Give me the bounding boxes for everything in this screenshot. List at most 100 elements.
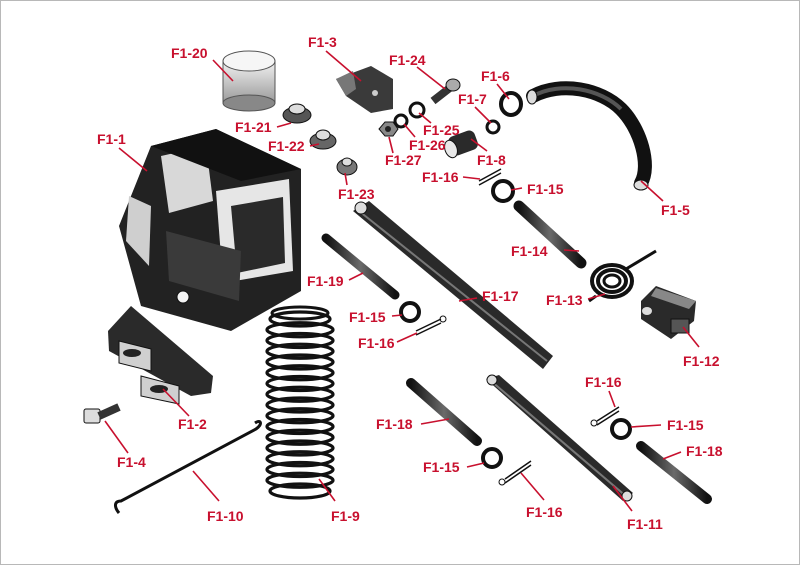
label-f1-6: F1-6 (481, 68, 510, 84)
label-f1-13: F1-13 (546, 292, 583, 308)
leader-f1-21 (276, 122, 292, 128)
spring-coil (265, 450, 335, 468)
leader-f1-7 (474, 106, 492, 124)
part-f1-20-cylinder (222, 50, 276, 112)
part-f1-11-arm (486, 374, 633, 502)
spring-coil (265, 407, 335, 425)
part-f1-16-cotter-pin-d (498, 460, 532, 486)
label-f1-17: F1-17 (482, 288, 519, 304)
label-f1-22: F1-22 (268, 138, 305, 154)
spring-coil (265, 439, 335, 457)
leader-f1-9 (318, 478, 336, 502)
spring-coil (265, 353, 335, 371)
label-f1-14: F1-14 (511, 243, 548, 259)
spring-coil (265, 396, 335, 414)
label-f1-2: F1-2 (178, 416, 207, 432)
part-f1-15-washer-d (481, 447, 503, 469)
leader-f1-17 (458, 297, 478, 302)
leader-f1-16d (520, 472, 545, 501)
label-f1-19: F1-19 (307, 273, 344, 289)
part-f1-3-plate (336, 66, 393, 113)
part-f1-17-arm (353, 201, 553, 369)
label-f1-20: F1-20 (171, 45, 208, 61)
leader-f1-24 (416, 66, 446, 90)
leader-f1-18b (662, 451, 682, 460)
part-f1-5-handle (526, 81, 652, 191)
spring-end-coil (270, 305, 330, 321)
part-f1-15-washer-a (491, 179, 515, 203)
label-f1-15a: F1-15 (527, 181, 564, 197)
label-f1-26: F1-26 (409, 137, 446, 153)
label-f1-10: F1-10 (207, 508, 244, 524)
part-f1-27-nut (378, 121, 399, 137)
leader-f1-15c (630, 424, 662, 428)
leader-f1-18a (420, 418, 450, 425)
spring-coil (268, 310, 332, 328)
label-f1-4: F1-4 (117, 454, 146, 470)
leader-lines (104, 50, 700, 512)
label-f1-15d: F1-15 (423, 459, 460, 475)
label-f1-27: F1-27 (385, 152, 422, 168)
label-f1-18b: F1-18 (686, 443, 723, 459)
leader-f1-1 (118, 147, 148, 172)
leader-f1-20 (212, 59, 234, 82)
leader-f1-16c (608, 390, 616, 408)
leader-f1-5 (640, 180, 664, 202)
leader-f1-16a (462, 176, 481, 180)
leader-f1-23 (344, 172, 348, 186)
part-f1-24-bolt (430, 78, 461, 105)
label-f1-12: F1-12 (683, 353, 720, 369)
label-f1-16c: F1-16 (585, 374, 622, 390)
part-f1-18-pin-b (636, 441, 712, 504)
spring-coil (265, 417, 335, 436)
leader-f1-10 (192, 470, 220, 502)
leader-f1-3 (325, 50, 362, 82)
part-f1-16-cotter-pin-b (415, 315, 447, 336)
part-f1-25-washer (408, 101, 426, 119)
part-f1-21-cap (282, 103, 312, 124)
part-f1-22-cap (309, 129, 337, 150)
leader-f1-15d (466, 462, 485, 468)
part-f1-23-cap (336, 157, 358, 176)
label-f1-8: F1-8 (477, 152, 506, 168)
spring-coil (265, 471, 335, 489)
part-f1-8-bushing (444, 130, 478, 159)
label-f1-21: F1-21 (235, 119, 272, 135)
part-f1-9-coil-spring (265, 305, 335, 500)
spring-coil (265, 460, 335, 479)
leader-f1-15b (391, 314, 403, 317)
part-f1-15-washer-c (610, 418, 632, 440)
part-f1-16-cotter-pin-a (478, 168, 502, 186)
part-f1-13-torsion-spring (588, 249, 657, 303)
part-f1-15-washer-b (399, 301, 421, 323)
spring-coil (265, 385, 335, 403)
spring-coil (265, 331, 335, 350)
spring-coil (265, 374, 335, 393)
label-f1-25: F1-25 (423, 122, 460, 138)
spring-coil (265, 364, 335, 382)
label-f1-9: F1-9 (331, 508, 360, 524)
leader-f1-13 (587, 293, 606, 300)
label-f1-16a: F1-16 (422, 169, 459, 185)
part-f1-7-washer (485, 119, 501, 135)
label-f1-11: F1-11 (627, 516, 663, 532)
part-f1-2-bracket (108, 306, 213, 405)
part-f1-14-pin (513, 200, 587, 269)
spring-coil (268, 482, 332, 500)
leader-f1-8 (470, 138, 488, 152)
label-f1-5: F1-5 (661, 202, 690, 218)
label-f1-18a: F1-18 (376, 416, 413, 432)
leader-f1-19 (348, 272, 364, 281)
label-f1-16d: F1-16 (526, 504, 563, 520)
leader-f1-2 (162, 388, 190, 417)
leader-f1-11 (612, 485, 633, 512)
leader-f1-15a (510, 187, 523, 191)
spring-coil (265, 428, 335, 446)
leader-f1-16b (396, 332, 418, 343)
part-f1-1-cab (119, 129, 301, 331)
leader-f1-14 (563, 249, 580, 252)
label-f1-23: F1-23 (338, 186, 375, 202)
part-f1-26-washer (393, 113, 409, 129)
